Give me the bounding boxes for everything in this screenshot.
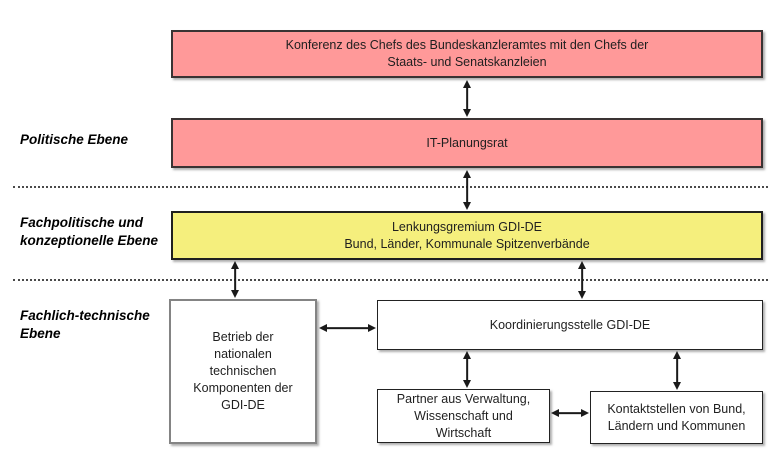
double-arrow-lenkungsgremium-betrieb <box>229 261 241 298</box>
double-arrow-koordinierungsstelle-partner <box>461 351 473 388</box>
box-lenkungsgremium-gdi-de: Lenkungsgremium GDI-DE Bund, Länder, Kom… <box>171 211 763 260</box>
double-arrow-partner-kontaktstellen <box>551 407 589 419</box>
box-koordinierungsstelle-gdi-de: Koordinierungsstelle GDI-DE <box>377 300 763 350</box>
box-kontaktstellen-bund-laender-kommunen: Kontaktstellen von Bund, Ländern und Kom… <box>590 391 763 444</box>
box-betrieb-nationale-komponenten: Betrieb der nationalen technischen Kompo… <box>169 299 317 444</box>
level-label-politische-ebene: Politische Ebene <box>20 132 129 147</box>
double-arrow-lenkungsgremium-koordinierungsstelle <box>576 261 588 299</box>
double-arrow-konferenz-itplanungsrat <box>461 80 473 117</box>
box-it-planungsrat: IT-Planungsrat <box>171 118 763 168</box>
double-arrow-itplanungsrat-lenkungsgremium <box>461 170 473 210</box>
box-konferenz-bundeskanzleramt: Konferenz des Chefs des Bundeskanzleramt… <box>171 30 763 78</box>
double-arrow-betrieb-koordinierungsstelle <box>319 322 376 334</box>
level-label-fachlich-technische-ebene: Fachlich-technische Ebene <box>20 308 150 341</box>
level-label-fachpolitische-ebene: Fachpolitische und konzeptionelle Ebene <box>20 215 159 248</box>
level-divider-1 <box>13 186 768 188</box>
double-arrow-koordinierungsstelle-kontaktstellen <box>671 351 683 390</box>
box-partner-verwaltung-wissenschaft-wirtschaft: Partner aus Verwaltung, Wissenschaft und… <box>377 389 550 443</box>
level-divider-2 <box>13 279 768 281</box>
